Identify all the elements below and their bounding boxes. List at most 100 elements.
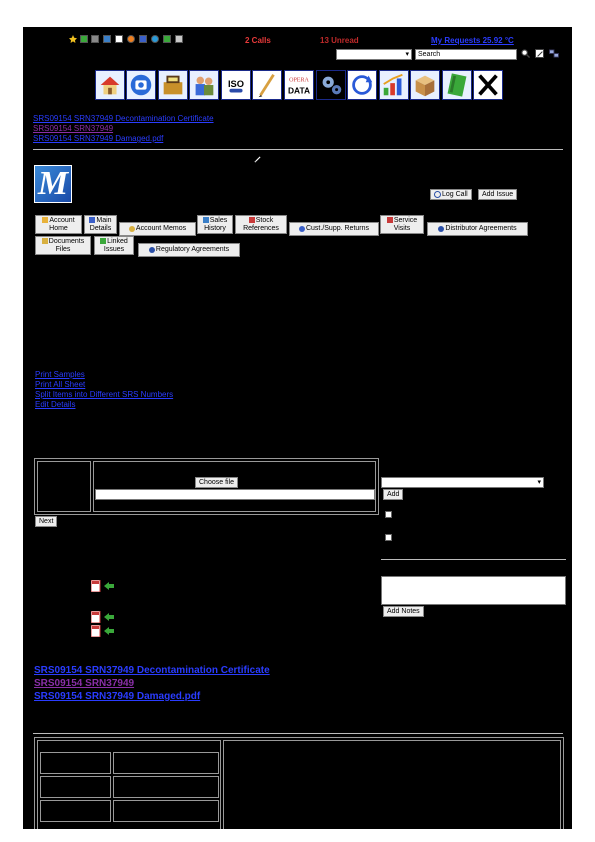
my-requests-link[interactable]: My Requests 25.92 °C	[431, 36, 514, 45]
calendar-icon[interactable]	[163, 35, 171, 43]
add-button[interactable]: Add	[383, 489, 404, 500]
tab-linked-issues[interactable]: Linked Issues	[94, 236, 134, 255]
data-label: DATA	[288, 85, 310, 95]
iso-icon[interactable]: ISO	[221, 70, 251, 100]
next-button[interactable]: Next	[35, 516, 58, 527]
tab-distributor-agreements[interactable]: Distributor Agreements	[427, 222, 528, 236]
tab-label: Main Details	[89, 217, 112, 232]
tab-documents-files[interactable]: Documents Files	[35, 236, 91, 255]
folder-icon	[41, 238, 48, 245]
recent-item[interactable]: SRS09154 SRN37949 Damaged.pdf	[33, 134, 164, 143]
chevron-down-icon: ▾	[405, 51, 409, 58]
return-icon	[298, 226, 305, 232]
users-icon[interactable]	[189, 70, 219, 100]
recent-item[interactable]: SRS09154 SRN37949	[33, 124, 114, 133]
cash-register-icon[interactable]	[158, 70, 188, 100]
tab-label: Distributor Agreements	[445, 225, 517, 232]
chevron-down-icon: ▾	[537, 479, 541, 486]
memo-icon	[128, 226, 135, 232]
package-icon[interactable]	[410, 70, 440, 100]
tab-label: Account Home	[49, 217, 75, 232]
clock-icon[interactable]	[127, 35, 135, 43]
option-checkbox[interactable]	[385, 511, 392, 518]
star-icon[interactable]	[69, 35, 77, 43]
document-link[interactable]: SRS09154 SRN37949 Damaged.pdf	[34, 691, 201, 702]
chart-icon[interactable]	[139, 35, 147, 43]
table-cell	[40, 776, 111, 798]
document-link[interactable]: SRS09154 SRN37949 Decontamination Certif…	[34, 665, 270, 676]
search-input-value: Search	[418, 51, 441, 58]
home-icon[interactable]	[95, 70, 125, 100]
opera-label: OPERA	[289, 77, 309, 83]
tab-label: Linked Issues	[103, 238, 128, 253]
close-icon[interactable]	[473, 70, 503, 100]
upload-panel: Choose file	[34, 458, 379, 515]
tab-account-memos[interactable]: Account Memos	[119, 222, 196, 236]
print-all-sheet-link[interactable]: Print All Sheet	[35, 380, 86, 389]
document-link[interactable]: SRS09154 SRN37949	[34, 678, 135, 689]
tab-account-home[interactable]: Account Home	[35, 215, 82, 234]
log-call-button[interactable]: Log Call	[430, 189, 472, 200]
tab-cust-supp-returns[interactable]: Cust./Supp. Returns	[289, 222, 379, 236]
print-samples-link[interactable]: Print Samples	[35, 370, 85, 379]
copy-icon[interactable]	[115, 35, 123, 43]
table-cell	[113, 800, 219, 822]
page: 2 Calls 13 Unread My Requests 25.92 °C ▾…	[23, 27, 572, 829]
edit-details-link[interactable]: Edit Details	[35, 400, 76, 409]
site-select[interactable]: ▾	[336, 49, 412, 60]
history-table-left	[37, 740, 221, 829]
split-items-link[interactable]: Split Items into Different SRS Numbers	[35, 390, 174, 399]
settings-icon[interactable]	[91, 35, 99, 43]
report-chart-icon[interactable]	[379, 70, 409, 100]
image-icon[interactable]	[175, 35, 183, 43]
tab-label: Cust./Supp. Returns	[305, 225, 370, 232]
book-icon[interactable]	[442, 70, 472, 100]
tab-regulatory-agreements[interactable]: Regulatory Agreements	[138, 243, 240, 257]
search-icon[interactable]	[521, 49, 531, 59]
pdf-attachment-icon[interactable]	[90, 579, 115, 593]
divider	[33, 149, 563, 150]
refresh-icon[interactable]	[347, 70, 377, 100]
tab-label: Documents Files	[48, 238, 85, 253]
link-icon	[100, 238, 107, 245]
action-links: Print Samples Print All Sheet Split Item…	[35, 370, 173, 410]
pdf-attachment-icon[interactable]	[90, 610, 115, 624]
recent-item[interactable]: SRS09154 SRN37949 Decontamination Certif…	[33, 114, 214, 123]
tab-main-details[interactable]: Main Details	[84, 215, 117, 234]
opera-data-icon[interactable]: OPERA DATA	[284, 70, 314, 100]
pen-cursor-icon	[254, 156, 261, 163]
document-type-select[interactable]: ▾	[381, 477, 544, 488]
phone-icon[interactable]	[126, 70, 156, 100]
wrench-icon	[386, 217, 393, 224]
table-cell	[113, 776, 219, 798]
gear-icon[interactable]	[80, 35, 88, 43]
add-issue-label: Add Issue	[482, 191, 514, 198]
search-input[interactable]: Search	[415, 49, 517, 60]
tab-service-visits[interactable]: Service Visits	[380, 215, 424, 234]
bar-chart-icon	[202, 217, 209, 224]
choose-file-button[interactable]: Choose file	[195, 477, 239, 488]
choose-file-label: Choose file	[199, 479, 235, 486]
notes-textarea[interactable]	[381, 576, 566, 605]
calls-counter[interactable]: 2 Calls	[245, 36, 271, 45]
settings-gears-icon[interactable]	[316, 70, 346, 100]
table-cell	[113, 752, 219, 774]
globe-icon[interactable]	[151, 35, 159, 43]
file-description-input[interactable]	[95, 489, 375, 500]
edit-icon[interactable]	[535, 49, 544, 58]
network-icon[interactable]	[549, 49, 559, 58]
document-icon[interactable]	[103, 35, 111, 43]
history-table-right	[223, 740, 561, 829]
iso-label: ISO	[228, 79, 244, 89]
add-notes-button[interactable]: Add Notes	[383, 606, 424, 617]
stock-icon	[248, 217, 255, 224]
add-issue-button[interactable]: Add Issue	[478, 189, 518, 200]
home-icon	[42, 217, 49, 224]
pdf-attachment-icon[interactable]	[90, 624, 115, 638]
tab-stock-references[interactable]: Stock References	[235, 215, 287, 234]
pen-icon[interactable]	[252, 70, 282, 100]
option-checkbox[interactable]	[385, 534, 392, 541]
tab-sales-history[interactable]: Sales History	[197, 215, 233, 234]
tab-label: Stock References	[243, 217, 279, 232]
unread-counter[interactable]: 13 Unread	[320, 36, 359, 45]
